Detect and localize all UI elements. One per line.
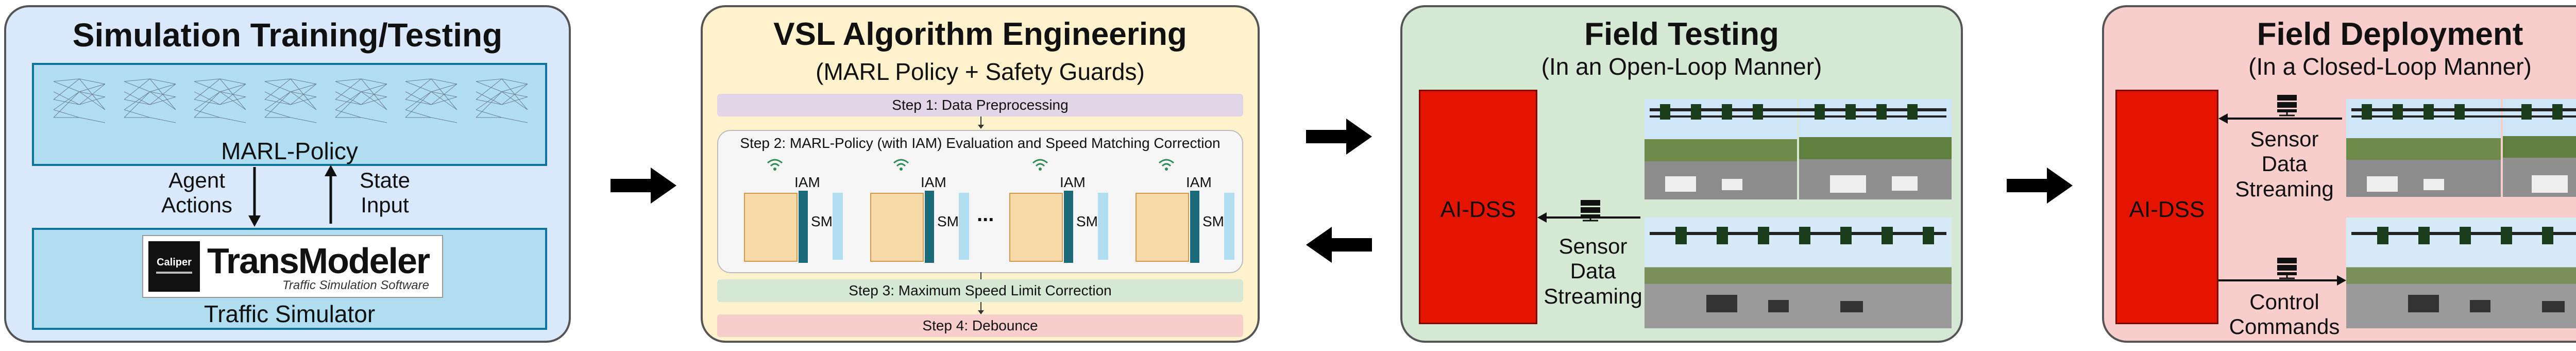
- arrow-left-feedback: [1306, 227, 1372, 263]
- marl-policy-label: MARL-Policy: [221, 138, 358, 164]
- agent-block: IAM SM: [860, 157, 969, 265]
- panel-title-field-deployment: Field Deployment: [2257, 16, 2523, 52]
- iam-label: IAM: [1186, 174, 1212, 190]
- speed-bar: [925, 191, 934, 263]
- gantry-signs: [1650, 104, 1946, 312]
- marl-policy-box: MARL-Policy: [32, 63, 547, 166]
- panel-subtitle-vsl: (MARL Policy + Safety Guards): [816, 58, 1145, 85]
- wifi-icon: [1032, 159, 1048, 171]
- panel-title-field-testing: Field Testing: [1584, 16, 1779, 52]
- sm-label: SM: [1202, 213, 1224, 229]
- simulation-panel: Simulation Training/Testing MARL-Policy …: [4, 5, 571, 343]
- highway-camera-photo-3: [1645, 218, 1952, 328]
- sm-label: SM: [1076, 213, 1098, 229]
- step4-debounce: Step 4: Debounce: [717, 314, 1243, 337]
- iam-label: IAM: [794, 174, 820, 190]
- traffic-simulator-label: Traffic Simulator: [204, 300, 376, 327]
- field-deployment-panel: Field Deployment (In a Closed-Loop Manne…: [2102, 5, 2576, 343]
- ai-dss-box: AI-DSS: [2115, 90, 2218, 324]
- neural-network-icon: [194, 78, 246, 123]
- sm-box: [1098, 193, 1108, 260]
- step1-data-preprocessing: Step 1: Data Preprocessing: [717, 94, 1243, 116]
- ellipsis: ...: [977, 203, 994, 226]
- step2-label: Step 2: MARL-Policy (with IAM) Evaluatio…: [740, 135, 1221, 151]
- wifi-icon: [767, 159, 783, 171]
- sm-box: [959, 193, 969, 260]
- server-icon: [2277, 258, 2297, 279]
- control-arrow-right: [2218, 275, 2346, 286]
- sm-label: SM: [937, 213, 959, 229]
- flow-arrows: [248, 165, 337, 227]
- panel-subtitle-field-deployment: (In a Closed-Loop Manner): [2248, 53, 2532, 80]
- iam-label: IAM: [1060, 174, 1086, 190]
- step3-max-speed-limit: Step 3: Maximum Speed Limit Correction: [717, 279, 1243, 302]
- agent-block: IAM SM: [1125, 157, 1234, 265]
- policy-network: [1136, 193, 1189, 262]
- traffic-simulator-box: Caliper TransModeler Traffic Simulation …: [32, 228, 547, 330]
- sm-box: [833, 193, 843, 260]
- transmodeler-name: TransModeler: [207, 241, 430, 281]
- sm-label: SM: [811, 213, 833, 229]
- speed-bar: [1064, 191, 1073, 263]
- server-icon: [2277, 95, 2297, 116]
- neural-network-icon: [53, 78, 106, 123]
- panel-subtitle-field-testing: (In an Open-Loop Manner): [1541, 53, 1822, 80]
- gantry-signs: [2351, 104, 2576, 312]
- panel-title-simulation: Simulation Training/Testing: [72, 16, 503, 54]
- arrow-right-3: [2007, 168, 2073, 204]
- speed-bar: [799, 191, 808, 263]
- transmodeler-tagline: Traffic Simulation Software: [282, 278, 429, 292]
- sensor-data-streaming-label: Sensor Data Streaming: [1544, 234, 1642, 308]
- neural-network-icon: [335, 78, 387, 123]
- speed-bar: [1190, 191, 1199, 263]
- agent-block: IAM SM: [734, 157, 843, 265]
- neural-network-icon: [405, 78, 457, 123]
- transmodeler-logo: Caliper TransModeler Traffic Simulation …: [142, 235, 443, 298]
- vsl-engineering-panel: VSL Algorithm Engineering (MARL Policy +…: [701, 5, 1260, 343]
- agent-block: IAM SM: [999, 157, 1108, 265]
- arrow-right-2: [1306, 119, 1372, 155]
- arrow-right-1: [611, 168, 676, 204]
- sm-box: [1224, 193, 1234, 260]
- policy-network: [1009, 193, 1063, 262]
- field-testing-panel: Field Testing (In an Open-Loop Manner) A…: [1400, 5, 1963, 343]
- step-arrow: [978, 116, 984, 129]
- caliper-badge: Caliper: [148, 241, 200, 292]
- data-arrow-left: [1537, 212, 1640, 223]
- neural-network-icon: [264, 78, 317, 123]
- neural-network-icon: [476, 78, 528, 123]
- panel-title-vsl: VSL Algorithm Engineering: [773, 16, 1187, 52]
- control-commands-label: Control Commands: [2229, 290, 2340, 339]
- wifi-icon: [1159, 159, 1174, 171]
- state-input-label: State Input: [359, 168, 411, 218]
- agent-actions-label: Agent Actions: [161, 168, 232, 218]
- neural-network-row: [44, 71, 537, 128]
- step2-container: Step 2: MARL-Policy (with IAM) Evaluatio…: [717, 130, 1243, 273]
- policy-network: [744, 193, 798, 262]
- step-arrow: [978, 302, 984, 314]
- neural-network-icon: [124, 78, 176, 123]
- iam-label: IAM: [921, 174, 946, 190]
- wifi-icon: [893, 159, 909, 171]
- data-arrow-left: [2218, 113, 2342, 124]
- policy-network: [870, 193, 924, 262]
- sensor-data-streaming-label: Sensor Data Streaming: [2235, 127, 2334, 201]
- ai-dss-box: AI-DSS: [1419, 90, 1537, 324]
